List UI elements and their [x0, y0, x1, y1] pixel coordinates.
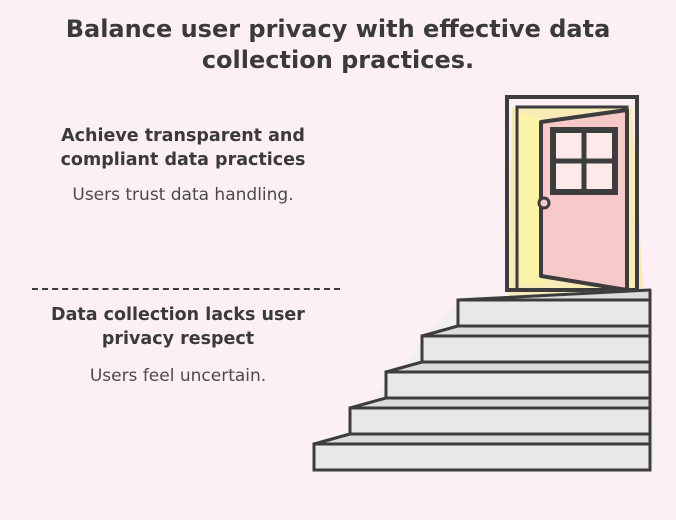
current-state-description: Users feel uncertain. [89, 366, 267, 386]
stairs-to-door-illustration [312, 95, 654, 472]
goal-heading: Achieve transparent and compliant data p… [60, 126, 306, 170]
open-door-icon [505, 95, 639, 292]
section-divider [32, 288, 340, 290]
goal-description: Users trust data handling. [72, 185, 294, 205]
staircase-icon [312, 288, 654, 472]
page-title: Balance user privacy with effective data… [65, 15, 611, 74]
current-state-heading: Data collection lacks user privacy respe… [51, 305, 305, 349]
